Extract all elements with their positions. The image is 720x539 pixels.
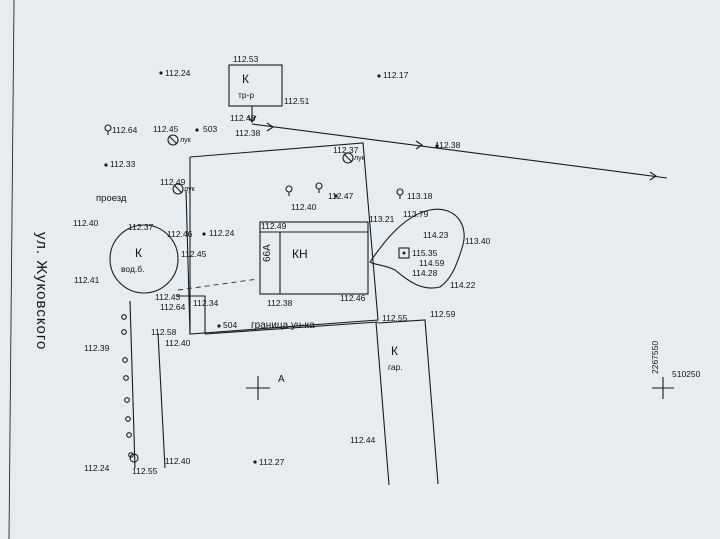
elev-e05: 112.48 [230,113,256,123]
passage-line-inner [176,295,206,334]
power-line-arrow-1 [266,122,274,132]
elev-e02: 112.24 [165,68,191,78]
house-type: КН [292,247,308,261]
point-503: 503 [203,124,217,134]
elev-e44: 112.40 [165,456,191,466]
elev-e03: 112.17 [383,70,409,80]
elev-e09: 112.38 [435,140,461,150]
elev-e08: 112.45 [153,124,179,134]
boundary-label: граница уч-ка [251,320,315,331]
hatch-label-3: лук [184,186,196,193]
spot-height-dots [104,71,439,464]
elev-e33: 112.34 [193,298,219,308]
transformer-box [228,64,283,107]
elev-e21: 113.21 [369,214,395,224]
coordinate-cross [652,377,674,399]
well-letter: К [135,246,142,260]
point-504: 504 [223,320,237,330]
elevation-labels: 112.53 112.24 112.17 112.51 112.48 112.3… [73,54,491,476]
tree-icon [104,124,404,199]
elev-e43: 112.55 [132,466,158,476]
elev-e41: 112.44 [350,435,376,445]
boundary-bottom [204,321,379,335]
elev-e32: 112.64 [160,302,186,312]
elev-e39: 112.40 [165,338,191,348]
elev-e20: 112.49 [261,221,287,231]
elev-e28: 114.22 [450,280,476,290]
mound-marker [398,247,410,259]
elev-e23: 114.23 [423,230,449,240]
elev-e31: 112.43 [155,292,181,302]
elev-e38: 112.58 [151,327,177,337]
elev-e30: 112.45 [181,249,207,259]
area-marker: А [278,374,285,385]
transformer-type: тр-р [238,90,254,100]
mound-outline [369,208,465,289]
elev-e07: 112.64 [112,125,138,135]
elev-e17: 112.37 [128,222,154,232]
elev-e15: 113.18 [407,191,433,201]
elev-e29: 112.41 [74,275,100,285]
elev-e22: 113.79 [403,209,429,219]
transformer-arrow [247,115,257,123]
passage-line-right [129,300,136,469]
house-outline [259,221,369,295]
elev-e10: 112.33 [110,159,136,169]
elev-e18: 112.46 [167,229,193,239]
power-line [251,123,668,179]
passage-label: проезд [96,193,127,204]
house-number: 66А [262,244,273,262]
power-line-arrow-3 [649,171,657,181]
plot-boundary [189,142,379,335]
hatch-marker-icon [129,134,354,463]
elev-e36: 112.55 [382,313,408,323]
coordinate-horizontal: 510250 [672,369,701,379]
elev-e25: 115.35 [412,248,438,258]
elev-e12: 112.49 [160,177,186,187]
elev-e34: 112.38 [267,298,293,308]
garage-letter: К [391,344,398,358]
elev-e45: 112.27 [259,457,285,467]
garage-type: гар. [388,362,403,372]
fence-posts [121,314,134,458]
coordinate-vertical: 2267550 [650,341,660,374]
hatch-label-2: лук [354,155,366,162]
elev-e42: 112.24 [84,463,110,473]
passage-line-left [157,332,166,469]
elev-e01: 112.53 [233,54,259,64]
mound-marker-dot [402,251,406,255]
plot-left-extension [185,189,191,335]
elev-e04: 112.51 [284,96,310,106]
area-cross [246,376,270,400]
elev-e40: 112.39 [84,343,110,353]
garage-right-wall [377,319,439,485]
power-line-arrow-2 [415,140,423,150]
dashed-access [177,278,259,291]
elev-e16: 112.40 [73,218,99,228]
well-type: вод.б. [121,264,145,274]
street-name: ул. Жуковского [33,232,50,350]
garage-left-wall [375,321,390,486]
transformer-letter: К [242,72,249,86]
elev-e06: 112.38 [235,128,261,138]
hatch-label-1: лук [180,137,192,144]
elev-e27: 114.28 [412,268,438,278]
elev-e37: 112.59 [430,309,456,319]
elev-e13: 112.40 [291,202,317,212]
elev-e35: 112.46 [340,293,366,303]
elev-e14: 112.47 [328,191,354,201]
elev-e11: 112.37 [333,145,359,155]
elev-e24: 113.40 [465,236,491,246]
elev-e19: 112.24 [209,228,235,238]
sheet-edge-line [8,0,15,539]
water-well-circle [109,224,179,294]
elev-e26: 114.59 [419,258,445,268]
